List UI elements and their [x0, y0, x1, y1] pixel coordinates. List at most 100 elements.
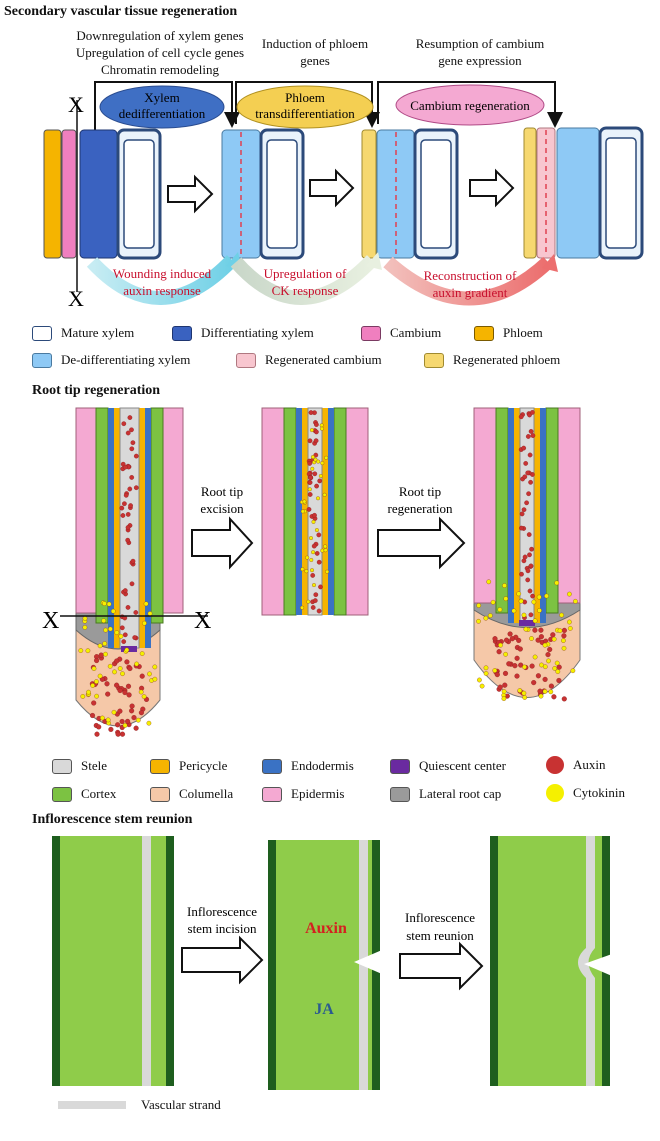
cytokinin-dot: [94, 679, 99, 684]
cytokinin-dot: [322, 492, 327, 497]
stem-incised: [268, 840, 382, 1090]
block-arrow-3: [469, 168, 515, 208]
auxin-dot: [105, 691, 111, 697]
cytokinin-dot: [147, 611, 153, 616]
legend-phloem: Phloem: [474, 325, 543, 341]
auxin-dot: [139, 673, 145, 679]
auxin-dot: [125, 718, 131, 724]
cytokinin-dot: [319, 423, 324, 428]
root-block-arrow-1: [191, 516, 254, 570]
curve-arrow-2: [230, 255, 378, 305]
auxin-dot: [127, 665, 133, 672]
cytokinin-dot: [554, 660, 560, 666]
auxin-dot: [545, 652, 551, 658]
cytokinin-dot: [302, 499, 307, 504]
auxin-dot: [561, 696, 567, 702]
auxin-dot: [519, 571, 524, 577]
auxin-dot: [526, 491, 531, 497]
ellipse-xylem-dedifferentiation: [99, 85, 225, 129]
arc-1-line-1: Wounding induced: [113, 266, 212, 281]
annotation-phloem-genes: Induction of phloem genes: [261, 36, 369, 68]
cytokinin-dot: [78, 648, 84, 653]
cytokinin-dot: [567, 591, 572, 597]
auxin-dot: [524, 500, 529, 506]
stage4-xylem: [556, 127, 600, 259]
auxin-dot: [130, 558, 136, 564]
cytokinin-dot: [567, 619, 572, 625]
cytokinin-dot: [483, 615, 489, 621]
cytokinin-dot: [546, 658, 551, 664]
legend-mature-xylem: Mature xylem: [32, 325, 134, 341]
auxin-dot: [127, 486, 133, 492]
auxin-dot: [528, 479, 533, 485]
vascular-diagram: Xylem dedifferentiation Phloem transdiff…: [43, 81, 644, 311]
cytokinin-dot: [100, 715, 105, 721]
auxin-dot: [125, 605, 131, 610]
auxin-dot: [125, 537, 131, 543]
legend-pericycle: Pericycle: [150, 758, 227, 774]
stem-auxin-label: Auxin: [305, 920, 347, 937]
cytokinin-dot: [501, 696, 507, 701]
auxin-dot: [310, 573, 316, 578]
cytokinin-dot: [573, 598, 578, 604]
cytokinin-dot: [108, 626, 113, 632]
stage2-dedifferentiating-xylem: [221, 129, 261, 259]
cytokinin-dot: [107, 663, 113, 669]
bracket-arrow-3: [377, 81, 563, 128]
auxin-dot: [525, 434, 531, 439]
auxin-dot: [121, 421, 127, 427]
auxin-dot: [522, 474, 528, 480]
cytokinin-dot: [146, 720, 152, 726]
cytokinin-dot: [80, 694, 86, 699]
curve-arrow-1: [86, 255, 238, 305]
auxin-dot: [506, 661, 512, 667]
legend-vascular-strand: Vascular strand: [141, 1097, 221, 1112]
auxin-dot: [514, 655, 520, 661]
cytokinin-dot: [103, 651, 108, 657]
auxin-dot: [133, 610, 139, 615]
stem-block-arrow-2: [399, 941, 484, 991]
auxin-dot: [529, 546, 534, 552]
auxin-dot: [98, 652, 104, 658]
cytokinin-dot: [141, 694, 147, 699]
cytokinin-dot: [542, 664, 548, 670]
auxin-dot: [129, 427, 134, 433]
cytokinin-dot: [305, 555, 310, 560]
cytokinin-dot: [511, 608, 517, 614]
auxin-dot: [521, 445, 527, 451]
cytokinin-dot: [503, 596, 509, 602]
arc-2-line-1: Upregulation of: [264, 266, 347, 281]
ellipse-3-line-1: Cambium regeneration: [410, 98, 530, 113]
auxin-dot: [125, 512, 131, 517]
auxin-dot: [531, 680, 537, 686]
ellipse-2-line-1: Phloem: [285, 90, 325, 105]
auxin-dot: [538, 634, 544, 640]
auxin-dot: [122, 588, 128, 593]
auxin-dot: [556, 664, 562, 670]
auxin-dot: [525, 568, 531, 574]
cytokinin-dot: [112, 669, 117, 675]
cytokinin-dot: [316, 459, 321, 464]
auxin-dot: [519, 525, 524, 531]
cytokinin-dot: [538, 693, 544, 699]
cytokinin-dot: [479, 683, 485, 689]
cytokinin-dot: [522, 664, 527, 670]
auxin-dot: [120, 513, 126, 518]
legend-differentiating-xylem: Differentiating xylem: [172, 325, 314, 341]
section-title-root-tip: Root tip regeneration: [32, 383, 161, 398]
cytokinin-dot: [323, 548, 328, 553]
auxin-dot: [312, 471, 318, 477]
auxin-dot: [496, 649, 502, 655]
ellipse-phloem-transdifferentiation: [236, 85, 374, 129]
auxin-dot: [138, 710, 144, 716]
legend-columella: Columella: [150, 786, 233, 802]
cytokinin-dot: [522, 695, 528, 700]
auxin-dot: [561, 627, 567, 633]
auxin-dot: [502, 670, 509, 676]
cytokinin-dot: [90, 683, 96, 688]
auxin-dot: [108, 726, 114, 732]
curve-arrow-3: [383, 256, 553, 306]
annotation-xylem-genes: Downregulation of xylem genes Upregulati…: [75, 28, 245, 77]
auxin-dot: [521, 507, 527, 513]
stage4-regenerated-phloem: [523, 127, 537, 259]
